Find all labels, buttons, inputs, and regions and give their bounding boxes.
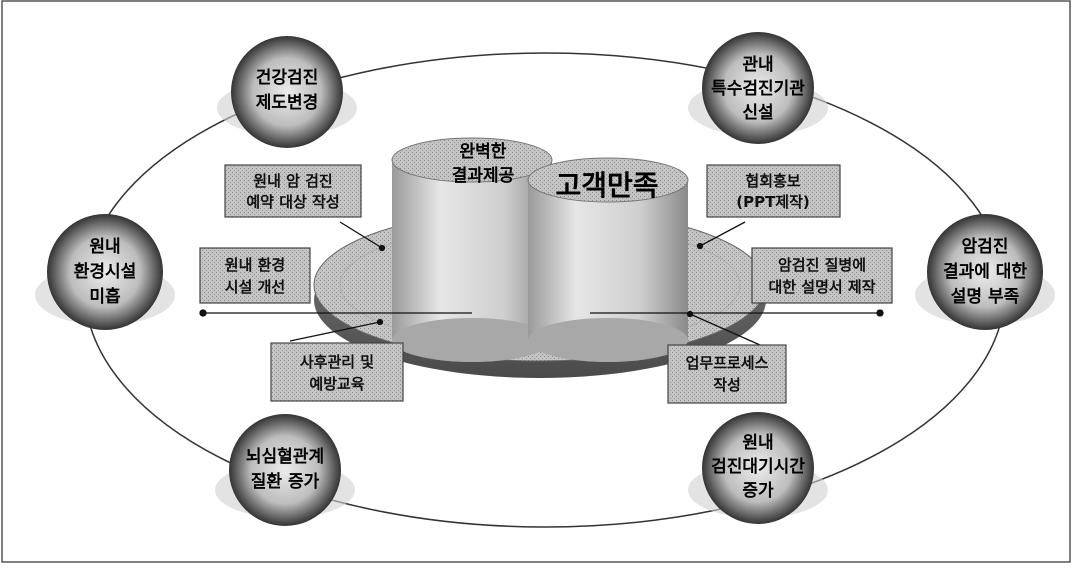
factor-special-exam-line-1: 관내 [742, 55, 773, 75]
factor-cancer-result-line-2: 결과에 대한 [943, 262, 1027, 282]
action-manual-line-1: 암검진 질병에 [778, 256, 866, 274]
factor-special-exam-line-2: 특수검진기관 [711, 79, 805, 99]
action-box-followup-education: 사후관리 및 예방교육 [270, 342, 404, 402]
cylinder-left-line-2: 결과제공 [452, 166, 515, 186]
connector-lines [199, 221, 884, 346]
cylinder-left [391, 137, 553, 362]
action-promotion-line-2: (PPT제작) [736, 193, 810, 211]
action-process-line-2: 작성 [713, 376, 741, 394]
factor-special-exam-line-3: 신설 [742, 103, 773, 123]
action-manual-line-2: 대한 설명서 제작 [768, 278, 875, 296]
action-process-line-1: 업무프로세스 [686, 354, 769, 372]
factor-ball-health-exam-system-change: 건강검진 제도변경 [217, 36, 357, 148]
factor-cerebrovascular-line-2: 질환 증가 [251, 471, 320, 492]
action-box-association-promotion: 협회홍보 (PPT제작) [706, 164, 841, 218]
factor-cancer-result-line-1: 암검진 [962, 237, 1009, 257]
factor-hospital-facility-line-2: 환경시설 [74, 262, 137, 282]
factor-ball-cancer-result-explanation: 암검진 결과에 대한 설명 부족 [915, 214, 1055, 330]
factor-waiting-time-line-3: 증가 [742, 481, 774, 501]
factor-hospital-facility-line-1: 원내 [89, 237, 120, 257]
action-promotion-line-1: 협회홍보 [745, 172, 800, 190]
action-box-disease-manual: 암검진 질병에 대한 설명서 제작 [751, 247, 893, 304]
action-facility-line-1: 원내 환경 [225, 256, 285, 274]
factor-ball-cerebrovascular: 뇌심혈관계 질환 증가 [215, 414, 355, 526]
factor-cancer-result-line-3: 설명 부족 [951, 287, 1020, 307]
factor-hospital-facility-line-3: 미흡 [89, 286, 121, 307]
factor-ball-hospital-facility: 원내 환경시설 미흡 [35, 214, 175, 330]
action-box-facility-improvement: 원내 환경 시설 개선 [199, 247, 311, 304]
action-cancer-booking-line-1: 원내 암 검진 [253, 172, 332, 190]
factor-ball-waiting-time: 원내 검진대기시간 증가 [688, 412, 828, 524]
action-box-cancer-exam-booking: 원내 암 검진 예약 대상 작성 [224, 164, 362, 218]
cylinder-right-label: 고객만족 [555, 169, 658, 202]
action-followup-line-1: 사후관리 및 [300, 353, 374, 371]
factor-waiting-time-line-2: 검진대기시간 [711, 457, 805, 477]
action-box-work-process: 업무프로세스 작성 [667, 344, 787, 404]
factor-cerebrovascular-line-1: 뇌심혈관계 [246, 446, 324, 467]
factor-health-exam-line-1: 건강검진 [256, 68, 319, 88]
factor-ball-special-exam-institution: 관내 특수검진기관 신설 [688, 32, 828, 144]
action-facility-line-2: 시설 개선 [225, 278, 285, 296]
action-followup-line-2: 예방교육 [309, 375, 364, 393]
factor-health-exam-line-2: 제도변경 [256, 93, 319, 113]
action-cancer-booking-line-2: 예약 대상 작성 [246, 193, 339, 211]
cylinder-left-line-1: 완벽한 [460, 142, 507, 162]
factor-waiting-time-line-1: 원내 [742, 433, 773, 453]
